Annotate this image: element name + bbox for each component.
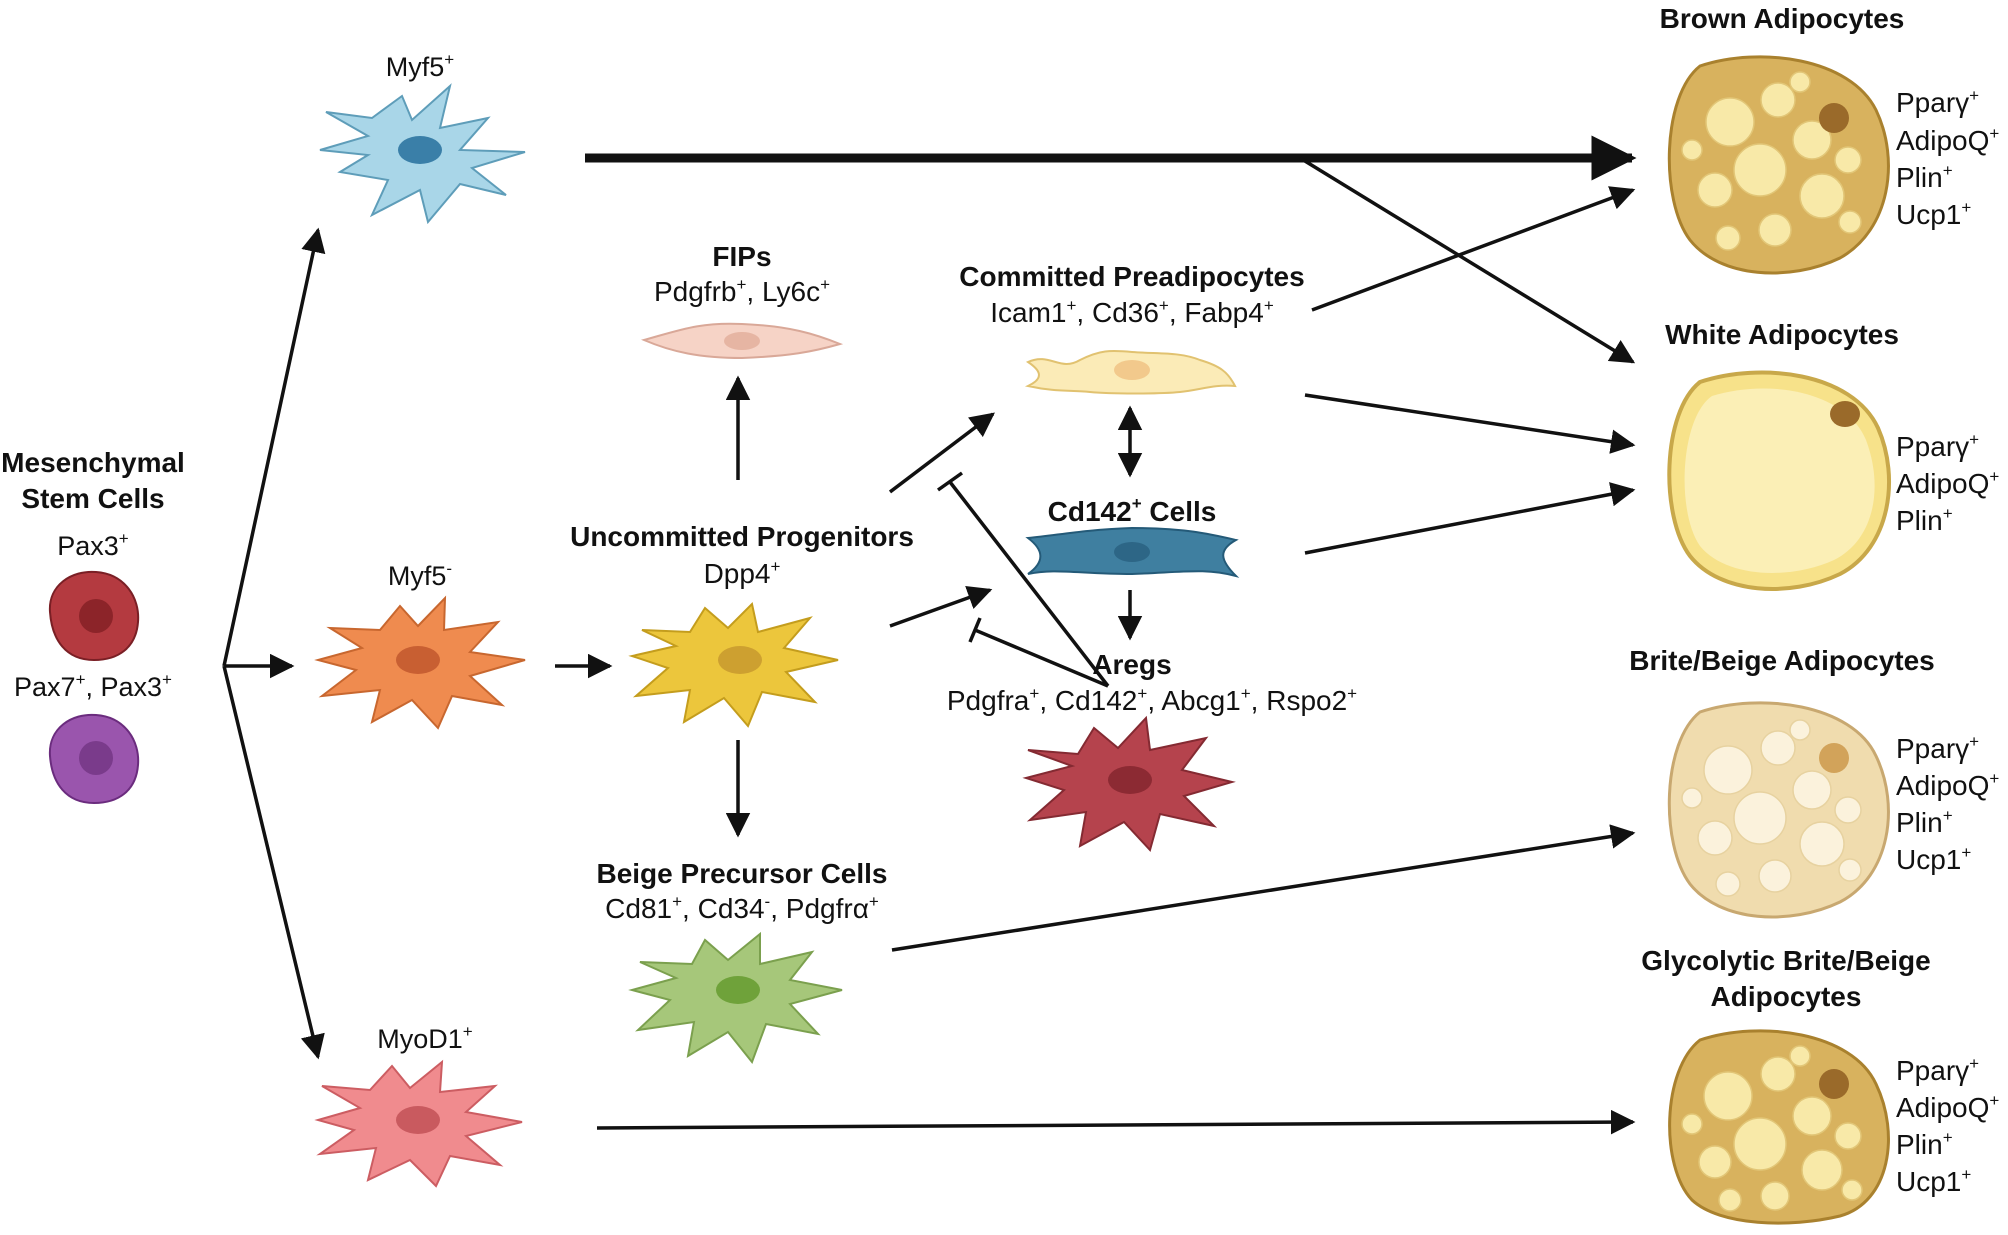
- fips-group: FIPs Pdgfrb+, Ly6c+: [640, 241, 844, 360]
- glyco-title-line1: Glycolytic Brite/Beige: [1641, 945, 1930, 976]
- myf5-positive-label: Myf5+: [386, 50, 455, 82]
- msc-title-line2: Stem Cells: [21, 483, 164, 514]
- uncommitted-markers: Dpp4+: [704, 557, 781, 589]
- aregs-title: Aregs: [1092, 649, 1171, 680]
- committed-title: Committed Preadipocytes: [959, 261, 1304, 292]
- inhibition-aregs-to-cd142: [974, 628, 1109, 688]
- brite-adipocyte-cell: [1667, 701, 1890, 919]
- myf5-negative-cell: [314, 595, 526, 730]
- cd142-title: Cd142+ Cells: [1048, 494, 1217, 527]
- glyco-title-line2: Adipocytes: [1711, 981, 1862, 1012]
- cd142-group: Cd142+ Cells: [1025, 494, 1240, 578]
- arrow-myod1-to-glycolytic: [596, 1109, 1636, 1135]
- myod1-label: MyoD1+: [377, 1022, 473, 1054]
- fips-markers: Pdgfrb+, Ly6c+: [654, 275, 830, 307]
- pax7-pax3-label: Pax7+, Pax3+: [14, 670, 172, 702]
- inhibition-bar-cd142: [968, 617, 982, 643]
- glyco-marker-plin: Plin+: [1896, 1128, 1953, 1160]
- arrow-uncommitted-to-committed: [888, 412, 995, 494]
- white-marker-plin: Plin+: [1896, 504, 1953, 536]
- white-adipocyte-cell: [1667, 370, 1891, 591]
- arrow-myf5pos-to-white: [1299, 156, 1636, 364]
- myf5-negative-label: Myf5-: [388, 559, 452, 591]
- aregs-cell: [1022, 715, 1236, 852]
- arrow-committed-to-white: [1304, 393, 1636, 454]
- brite-marker-plin: Plin+: [1896, 806, 1953, 838]
- brown-adipocyte-cell: [1667, 55, 1890, 275]
- arrow-msc-to-myf5pos: [222, 227, 326, 667]
- brite-marker-ucp1: Ucp1+: [1896, 843, 1971, 875]
- myod1-cell: [314, 1059, 523, 1188]
- brite-adipocytes-group: Brite/Beige Adipocytes Pparγ+ AdipoQ+ Pl…: [1629, 645, 1999, 919]
- beige-precursor-markers: Cd81+, Cd34-, Pdgfrα+: [605, 892, 879, 924]
- beige-precursor-cell: [628, 931, 843, 1065]
- brown-marker-adipoq: AdipoQ+: [1896, 124, 1999, 156]
- beige-precursor-group: Beige Precursor Cells Cd81+, Cd34-, Pdgf…: [596, 858, 888, 1065]
- arrow-beige-to-brite: [891, 824, 1636, 952]
- uncommitted-group: Uncommitted Progenitors Dpp4+: [570, 521, 914, 728]
- brite-marker-adipoq: AdipoQ+: [1896, 769, 1999, 801]
- arrow-msc-to-myod1: [222, 665, 325, 1060]
- myod1-group: MyoD1+: [314, 1022, 523, 1188]
- committed-cell: [1024, 350, 1237, 395]
- brown-marker-plin: Plin+: [1896, 161, 1953, 193]
- glycolytic-adipocyte-cell: [1668, 1029, 1890, 1225]
- arrow-cd142-to-white: [1304, 482, 1636, 555]
- inhibition-aregs-to-committed: [948, 480, 1110, 688]
- committed-preadipocytes-group: Committed Preadipocytes Icam1+, Cd36+, F…: [959, 261, 1305, 395]
- brown-title: Brown Adipocytes: [1660, 3, 1905, 34]
- inhibition-bar-committed: [936, 471, 964, 492]
- beige-precursor-title: Beige Precursor Cells: [596, 858, 887, 889]
- pax3-label: Pax3+: [57, 529, 129, 561]
- brite-title: Brite/Beige Adipocytes: [1629, 645, 1934, 676]
- brown-marker-ppar: Pparγ+: [1896, 86, 1979, 118]
- brite-marker-ppar: Pparγ+: [1896, 732, 1979, 764]
- white-marker-ppar: Pparγ+: [1896, 430, 1979, 462]
- myf5-negative-group: Myf5-: [314, 559, 526, 730]
- glyco-marker-ucp1: Ucp1+: [1896, 1165, 1971, 1197]
- cd142-cell: [1025, 526, 1240, 578]
- aregs-markers: Pdgfra+, Cd142+, Abcg1+, Rspo2+: [947, 684, 1357, 716]
- arrows: [222, 135, 1637, 1135]
- white-marker-adipoq: AdipoQ+: [1896, 467, 1999, 499]
- aregs-group: Aregs Pdgfra+, Cd142+, Abcg1+, Rspo2+: [947, 649, 1357, 852]
- msc-group: Mesenchymal Stem Cells Pax3+ Pax7+, Pax3…: [1, 447, 185, 805]
- fips-title: FIPs: [712, 241, 771, 272]
- uncommitted-cell: [628, 601, 839, 728]
- glycolytic-adipocytes-group: Glycolytic Brite/Beige Adipocytes Pparγ+…: [1641, 945, 1999, 1225]
- white-title: White Adipocytes: [1665, 319, 1899, 350]
- brown-marker-ucp1: Ucp1+: [1896, 198, 1971, 230]
- glyco-marker-adipoq: AdipoQ+: [1896, 1091, 1999, 1123]
- myf5-positive-cell: [319, 83, 526, 225]
- brown-adipocytes-group: Brown Adipocytes Pparγ+ AdipoQ+ Plin+ Uc…: [1660, 3, 1999, 275]
- arrow-uncommitted-to-cd142: [889, 585, 993, 628]
- white-adipocytes-group: White Adipocytes Pparγ+ AdipoQ+ Plin+: [1665, 319, 1999, 591]
- arrow-committed-to-brown: [1311, 186, 1636, 312]
- glyco-marker-ppar: Pparγ+: [1896, 1054, 1979, 1086]
- msc-title-line1: Mesenchymal: [1, 447, 185, 478]
- pax7-cell: [48, 713, 140, 805]
- myf5-positive-group: Myf5+: [319, 50, 526, 225]
- pax3-cell: [48, 570, 140, 662]
- fips-cell: [640, 322, 844, 360]
- uncommitted-title: Uncommitted Progenitors: [570, 521, 914, 552]
- committed-markers: Icam1+, Cd36+, Fabp4+: [990, 296, 1274, 328]
